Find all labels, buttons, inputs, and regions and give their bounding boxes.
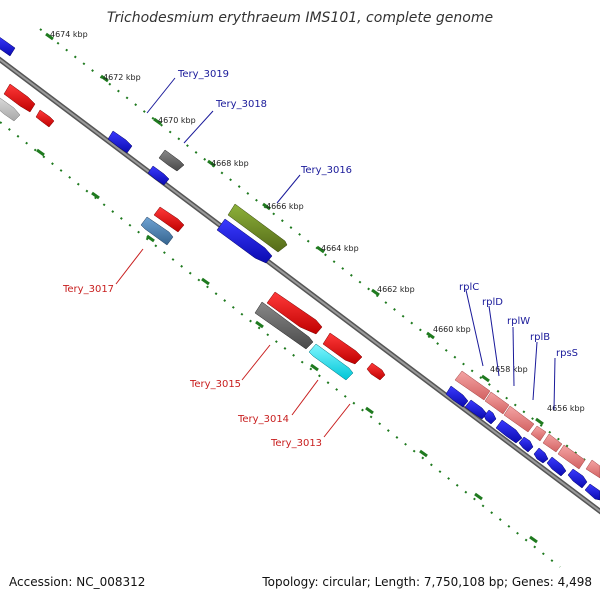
- inner-tick-track: [0, 121, 561, 568]
- gene-blue-top-left[interactable]: [0, 36, 16, 57]
- gene-pink-g[interactable]: [585, 459, 600, 479]
- gene-pink-rplC[interactable]: [454, 370, 491, 401]
- gene-blue-b[interactable]: [147, 165, 170, 186]
- tick-label-4658: 4658 kbp: [490, 365, 528, 374]
- outer-tick-track: [39, 28, 600, 473]
- gene-label-tery-3019[interactable]: Tery_3019: [177, 69, 229, 80]
- tick-label-4660: 4660 kbp: [433, 325, 471, 334]
- gene-label-tery-3018[interactable]: Tery_3018: [215, 99, 267, 110]
- gene-label-tery-3015[interactable]: Tery_3015: [189, 379, 241, 390]
- gene-grey-3015[interactable]: [254, 301, 314, 350]
- gene-pink-rplB[interactable]: [530, 425, 547, 442]
- tick-label-4662: 4662 kbp: [377, 285, 415, 294]
- gene-label-rplD[interactable]: rplD: [482, 297, 503, 308]
- gene-blue-d4[interactable]: [495, 419, 523, 444]
- gene-cyan-3014[interactable]: [308, 343, 354, 381]
- gene-steelblue-3017[interactable]: [140, 216, 174, 246]
- gene-label-tery-3016[interactable]: Tery_3016: [300, 165, 352, 176]
- gene-label-rplW[interactable]: rplW: [507, 316, 530, 327]
- tick-label-4664: 4664 kbp: [321, 244, 359, 253]
- gene-blue-d3[interactable]: [483, 409, 497, 425]
- footer-accession: Accession: NC_008312: [9, 575, 145, 589]
- gene-red-c[interactable]: [153, 206, 185, 233]
- tick-label-4666: 4666 kbp: [266, 202, 304, 211]
- gene-olive-3016[interactable]: [227, 203, 288, 253]
- gene-red-e[interactable]: [322, 332, 363, 365]
- gene-blue-d9[interactable]: [584, 483, 600, 501]
- gene-label-tery-3013[interactable]: Tery_3013: [270, 438, 322, 449]
- gene-label-tery-3017[interactable]: Tery_3017: [62, 284, 114, 295]
- map-title: Trichodesmium erythraeum IMS101, complet…: [107, 10, 493, 26]
- gene-red-a[interactable]: [3, 83, 36, 113]
- forward-strand-genes: [0, 36, 600, 501]
- gene-blue-d8[interactable]: [567, 468, 588, 489]
- gene-red-d[interactable]: [266, 291, 323, 335]
- label-leader-lines: [115, 77, 556, 438]
- gene-blue-d5[interactable]: [518, 436, 534, 453]
- gene-blue-d1[interactable]: [445, 385, 469, 408]
- gene-label-rplB[interactable]: rplB: [530, 332, 550, 343]
- tick-label-4672: 4672 kbp: [103, 73, 141, 82]
- gene-blue-d2[interactable]: [464, 399, 488, 420]
- gene-lightgrey-a[interactable]: [0, 97, 21, 122]
- tick-label-4656: 4656 kbp: [547, 404, 585, 413]
- gene-pink-rplD[interactable]: [484, 391, 510, 415]
- gene-blue-3019[interactable]: [107, 130, 133, 154]
- gene-blue-c[interactable]: [216, 218, 273, 264]
- gene-pink-f[interactable]: [557, 444, 586, 470]
- gene-pink-rplW[interactable]: [503, 405, 535, 433]
- gene-grey-3018[interactable]: [158, 149, 185, 172]
- genome-backbone: [0, 56, 600, 515]
- gene-label-rplC[interactable]: rplC: [459, 282, 479, 293]
- gene-red-b[interactable]: [35, 109, 55, 128]
- tick-label-4674: 4674 kbp: [50, 30, 88, 39]
- gene-blue-d6[interactable]: [533, 447, 549, 464]
- footer-topology: Topology: circular; Length: 7,750,108 bp…: [261, 575, 592, 589]
- tick-label-4668: 4668 kbp: [211, 159, 249, 168]
- gene-label-rpsS[interactable]: rpsS: [556, 348, 578, 359]
- gene-red-f[interactable]: [366, 362, 386, 381]
- gene-label-tery-3014[interactable]: Tery_3014: [237, 414, 289, 425]
- reverse-strand-genes: [140, 206, 386, 381]
- gene-pink-rpsS[interactable]: [542, 433, 563, 453]
- tick-label-4670: 4670 kbp: [158, 116, 196, 125]
- major-tick-marks: [36, 32, 544, 544]
- gene-blue-d7[interactable]: [546, 456, 567, 477]
